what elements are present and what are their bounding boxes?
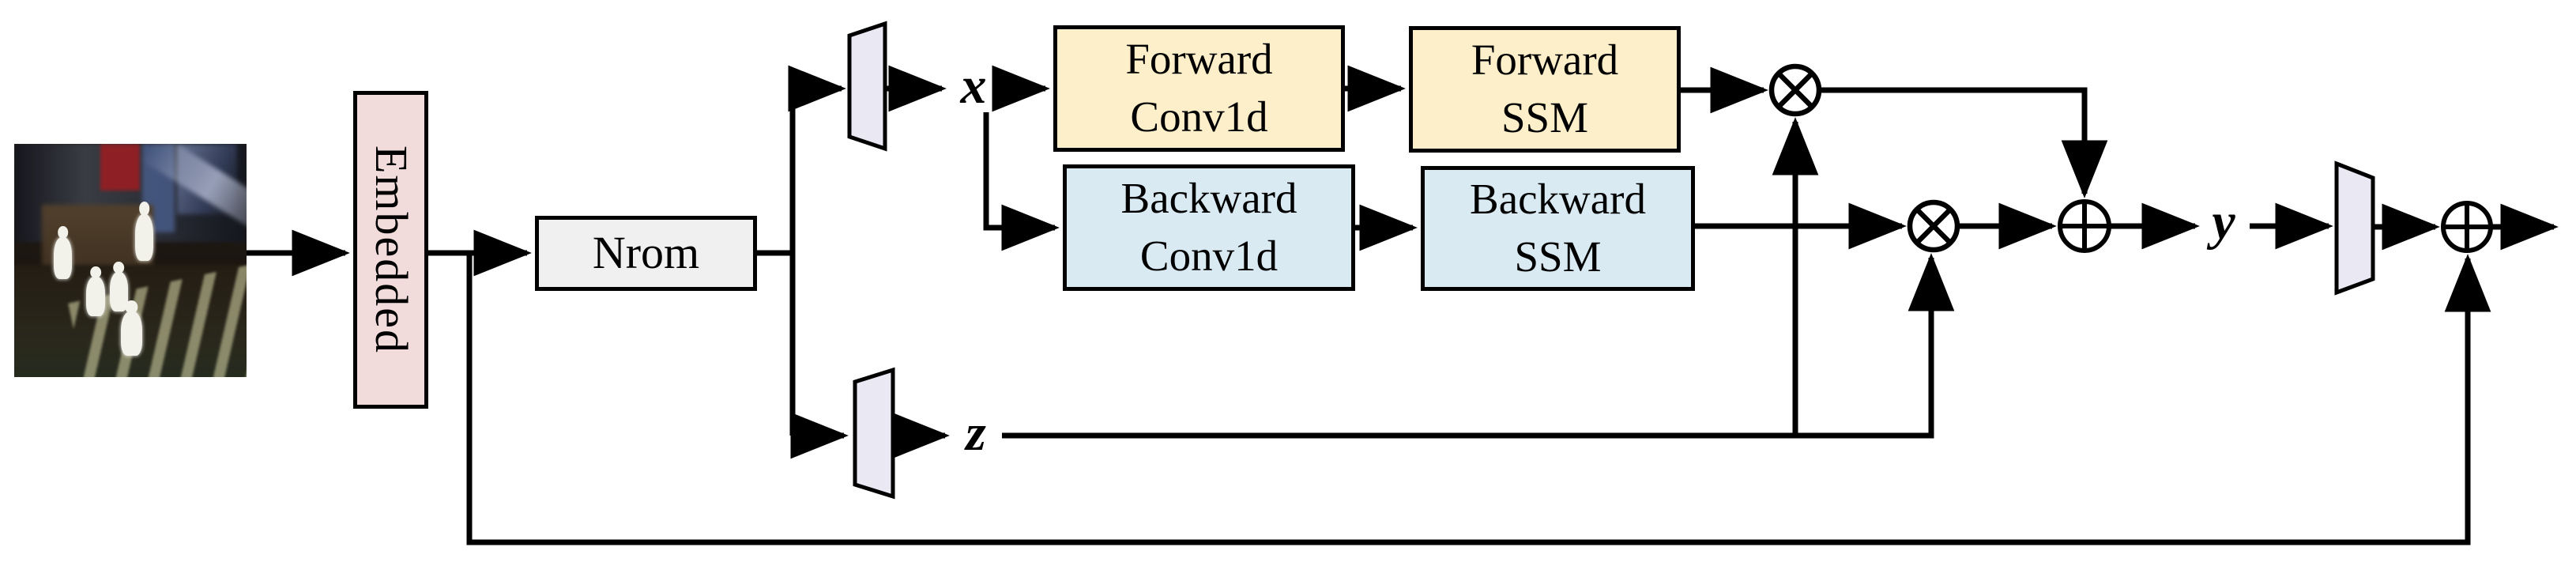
person-figure xyxy=(86,277,105,317)
signal-label-z: z xyxy=(966,403,986,462)
embedded-block: Embedded xyxy=(353,91,428,409)
z-gate-line xyxy=(1002,253,1955,439)
input-projection-z xyxy=(853,367,895,500)
forward-conv1d-block: Forward Conv1d xyxy=(1053,25,1345,152)
input-projection-x xyxy=(847,21,887,152)
multiply-node-backward xyxy=(1907,199,1960,253)
backward-ssm-label-line1: Backward xyxy=(1470,175,1646,224)
arrow-x-to-backward-conv xyxy=(983,112,1060,251)
norm-block: Nrom xyxy=(535,216,757,291)
multiply-node-forward xyxy=(1768,63,1822,117)
add-node-residual xyxy=(2441,201,2493,253)
photo-red-sign xyxy=(100,144,140,191)
output-projection xyxy=(2334,160,2375,296)
person-figure xyxy=(53,237,73,280)
forward-ssm-label-line1: Forward xyxy=(1471,36,1619,85)
person-figure xyxy=(134,213,154,261)
person-figure xyxy=(121,311,142,357)
signal-label-x: x xyxy=(960,56,987,115)
forward-ssm-label-line2: SSM xyxy=(1501,93,1589,142)
line-multiply1-to-add1 xyxy=(1820,87,2108,198)
input-photo xyxy=(14,144,247,377)
embedded-label: Embedded xyxy=(365,145,417,355)
backward-ssm-label-line2: SSM xyxy=(1514,232,1602,281)
forward-conv1d-label-line2: Conv1d xyxy=(1130,92,1268,141)
backward-ssm-block: Backward SSM xyxy=(1421,166,1695,291)
backward-conv1d-label-line1: Backward xyxy=(1120,174,1297,223)
residual-skip-line xyxy=(466,253,2491,545)
norm-label: Nrom xyxy=(592,227,700,279)
add-node-merge xyxy=(2058,199,2111,253)
forward-conv1d-label-line1: Forward xyxy=(1125,35,1273,84)
backward-conv1d-block: Backward Conv1d xyxy=(1063,164,1355,291)
backward-conv1d-label-line2: Conv1d xyxy=(1139,232,1279,280)
signal-label-y: y xyxy=(2212,192,2235,251)
person-figure xyxy=(109,272,129,312)
forward-ssm-block: Forward SSM xyxy=(1409,26,1681,153)
